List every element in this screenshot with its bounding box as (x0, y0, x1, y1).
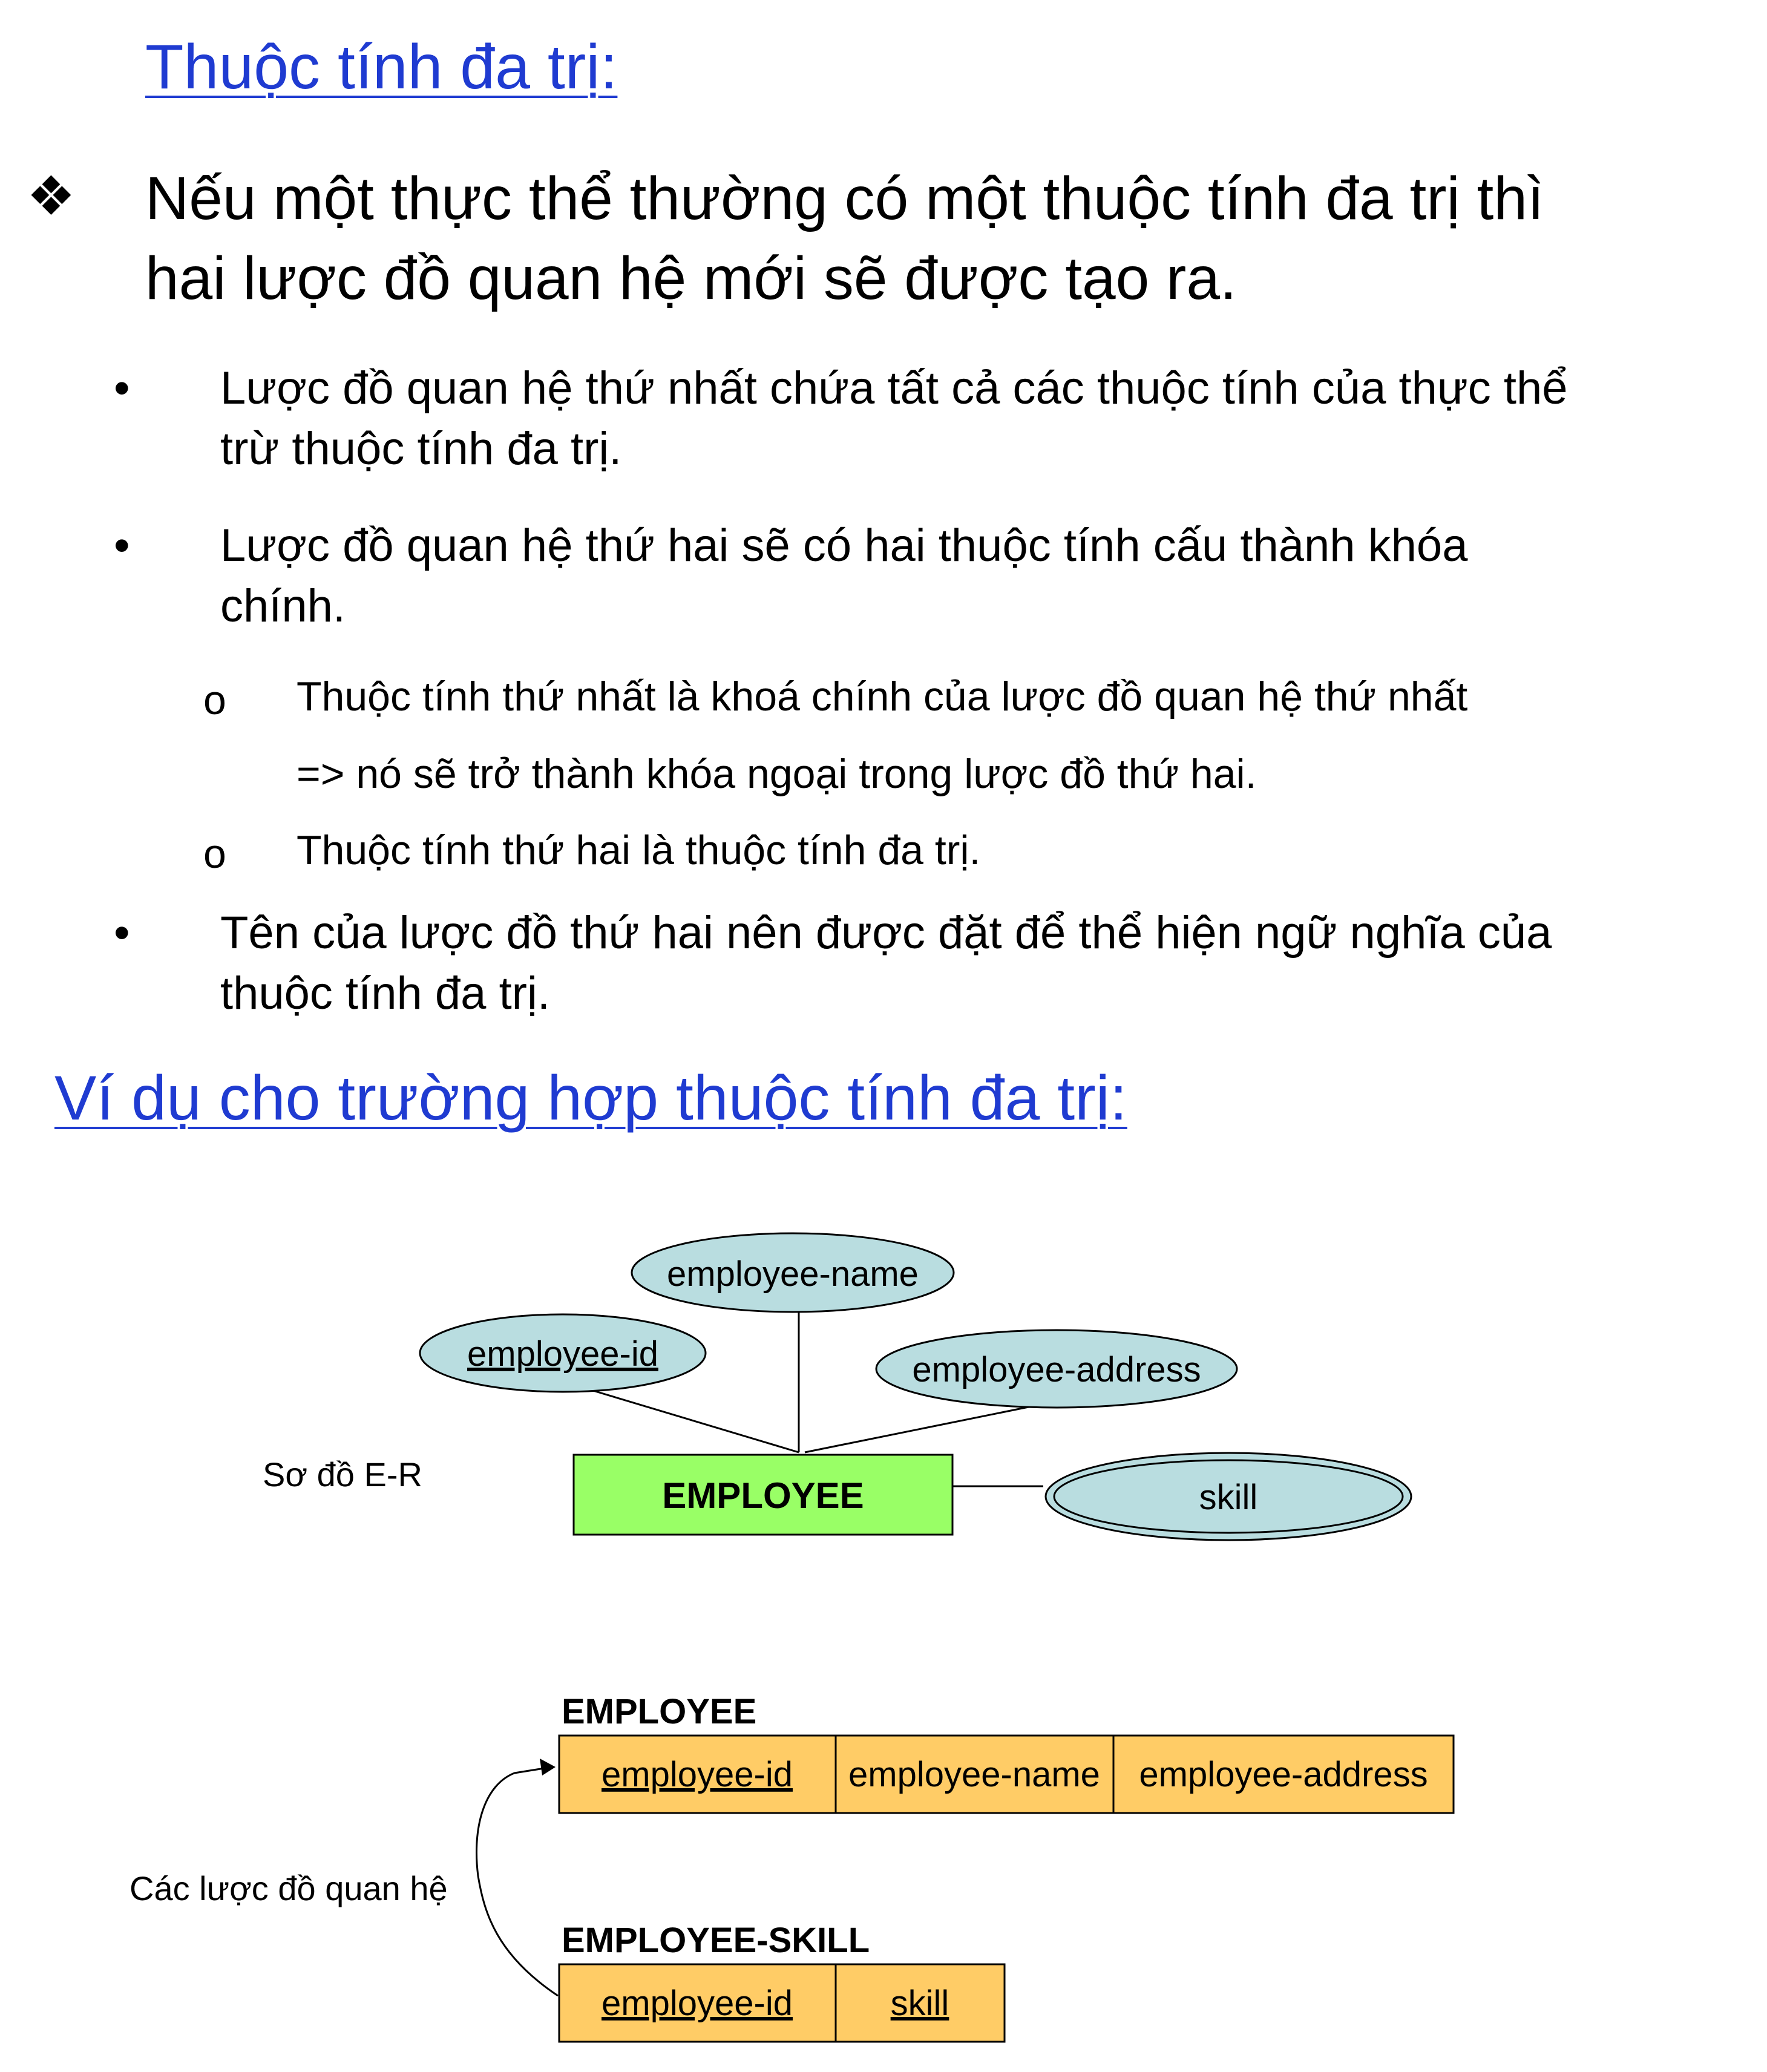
sub-bullet-1-line2: => nó sẽ trở thành khóa ngoại trong lược… (297, 751, 1257, 797)
attribute-employee-address (875, 1329, 1238, 1409)
attribute-employee-id (419, 1313, 707, 1393)
schema-employee-skill-col-skill: skill (891, 1984, 949, 2023)
sub-bullet-icon: o (203, 831, 226, 877)
main-point-line1: Nếu một thực thể thường có một thuộc tín… (145, 165, 1544, 232)
multivalued-attribute-skill-inner (1053, 1459, 1404, 1534)
schema-employee-skill-table (558, 1963, 1006, 2043)
schemas-label: Các lược đồ quan hệ (129, 1869, 448, 1907)
main-point-line2: hai lược đồ quan hệ mới sẽ được tạo ra. (145, 244, 1237, 312)
attribute-skill-label: skill (1199, 1478, 1258, 1517)
example-heading: Ví dụ cho trường hợp thuộc tính đa trị: (54, 1063, 1127, 1133)
bullet-icon: • (114, 362, 130, 414)
multivalued-attribute-skill (1044, 1452, 1412, 1541)
schema-employee-table (558, 1734, 1455, 1814)
schema-employee-col-id: employee-id (602, 1755, 793, 1794)
bullet-1-line1: Lược đồ quan hệ thứ nhất chứa tất cả các… (220, 362, 1568, 414)
bullet-1-line2: trừ thuộc tính đa trị. (220, 423, 622, 474)
diamond-bullet-icon: ❖ (27, 166, 76, 227)
sub-bullet-2-line1: Thuộc tính thứ hai là thuộc tính đa trị. (297, 827, 981, 873)
connector-id (592, 1389, 799, 1454)
bullet-2-line1: Lược đồ quan hệ thứ hai sẽ có hai thuộc … (220, 520, 1468, 571)
sub-bullet-1-line1: Thuộc tính thứ nhất là khoá chính của lư… (297, 674, 1468, 720)
schema-employee-col-address: employee-address (1139, 1755, 1428, 1794)
bullet-icon: • (114, 520, 130, 571)
bullet-3-line2: thuộc tính đa trị. (220, 968, 550, 1019)
attribute-employee-name-label: employee-name (667, 1254, 919, 1294)
bullet-3-line1: Tên của lược đồ thứ hai nên được đặt để … (220, 907, 1552, 959)
foreign-key-arrow (476, 1766, 559, 1997)
bullet-icon: • (114, 907, 130, 959)
section-heading: Thuộc tính đa trị: (145, 32, 618, 102)
schema-employee-title: EMPLOYEE (562, 1692, 756, 1731)
attribute-employee-id-label: employee-id (467, 1334, 658, 1374)
entity-employee-label: EMPLOYEE (662, 1475, 864, 1516)
bullet-2-line2: chính. (220, 580, 346, 632)
sub-bullet-icon: o (203, 677, 226, 723)
entity-employee (572, 1454, 954, 1536)
schema-employee-skill-col-id: employee-id (602, 1984, 793, 2023)
arrowhead-icon (540, 1759, 556, 1775)
schema-employee-skill-title: EMPLOYEE-SKILL (562, 1921, 870, 1960)
attribute-employee-address-label: employee-address (912, 1350, 1201, 1389)
er-diagram-label: Sơ đồ E-R (263, 1455, 422, 1493)
schema-employee-col-name: employee-name (848, 1755, 1100, 1794)
connector-address (804, 1406, 1029, 1454)
attribute-employee-name (631, 1232, 955, 1313)
